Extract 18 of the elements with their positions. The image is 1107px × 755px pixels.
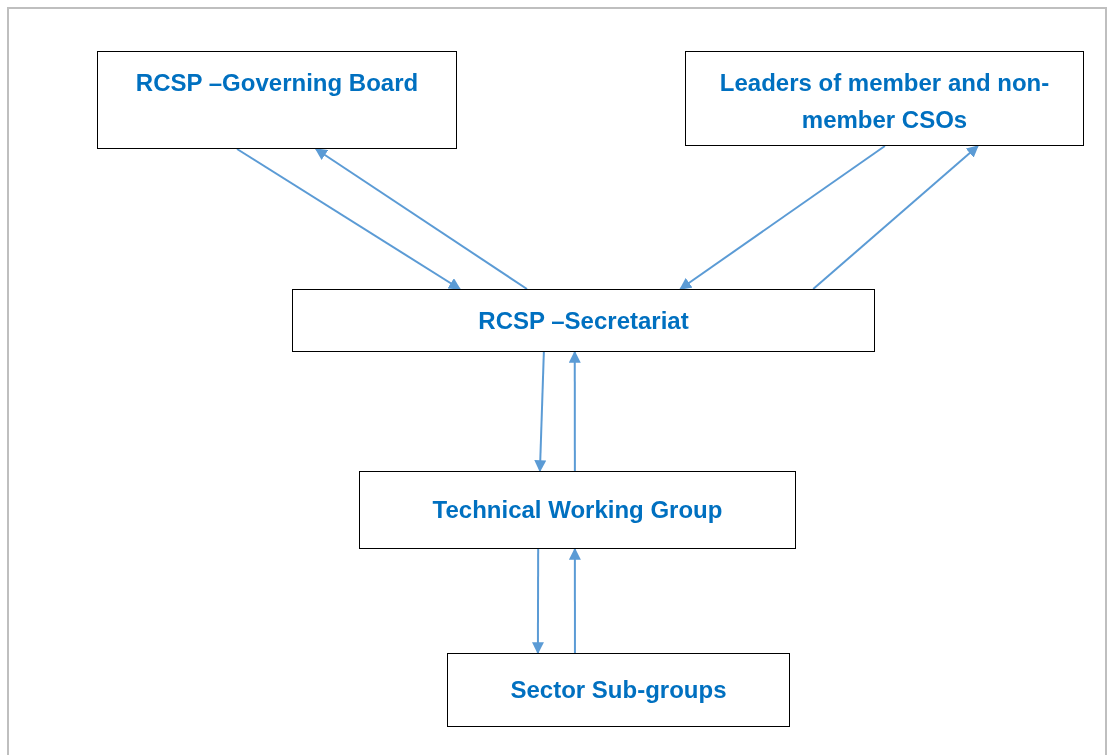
arrow bbox=[679, 145, 886, 290]
box-label: Technical Working Group bbox=[432, 495, 723, 526]
arrow bbox=[568, 350, 581, 472]
process-box bbox=[97, 51, 457, 149]
process-box bbox=[359, 471, 796, 549]
box-label: Leaders of member and non-member CSOs bbox=[718, 68, 1051, 136]
box-label: RCSP –Secretariat bbox=[478, 305, 689, 336]
arrow bbox=[568, 547, 581, 654]
process-box bbox=[447, 653, 790, 727]
process-box bbox=[685, 51, 1084, 146]
process-box bbox=[292, 289, 875, 352]
box-label: Sector Sub-groups bbox=[510, 675, 727, 706]
arrow bbox=[812, 145, 979, 290]
arrow bbox=[534, 351, 547, 473]
arrow bbox=[531, 548, 544, 655]
box-label: RCSP –Governing Board bbox=[135, 68, 419, 98]
arrow bbox=[314, 148, 528, 290]
arrow bbox=[236, 148, 461, 290]
